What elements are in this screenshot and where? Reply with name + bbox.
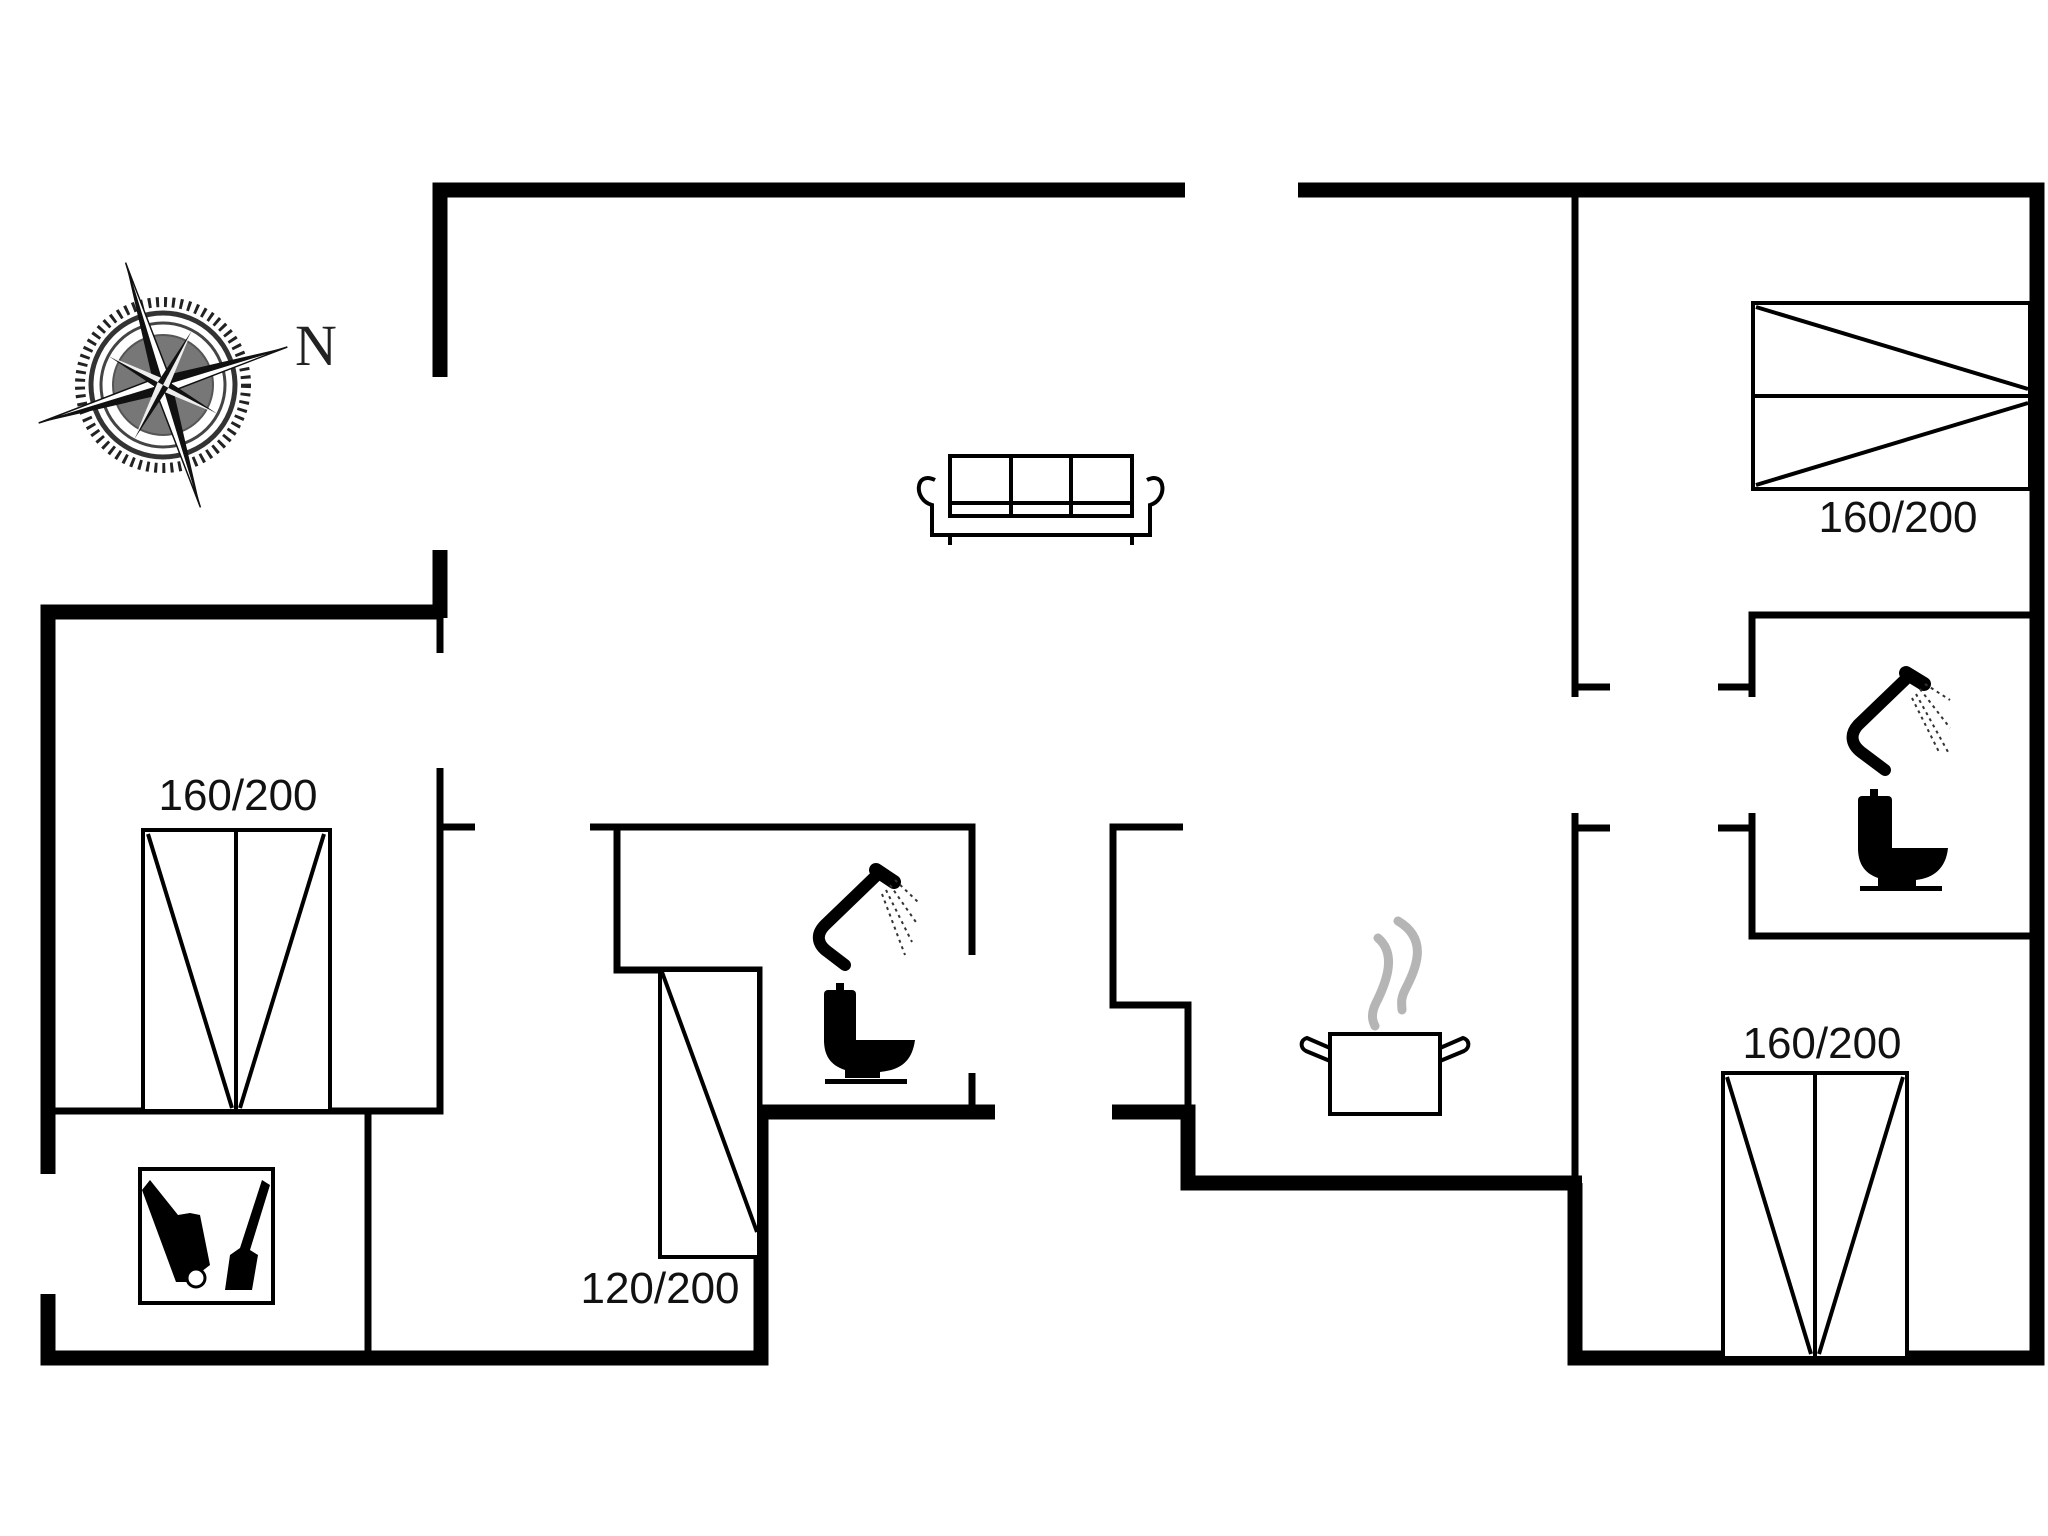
cooking-pot-icon: [1299, 916, 1471, 1116]
bed-size-label-northeast: 160/200: [1818, 493, 1978, 542]
single-bed-icon: [658, 968, 761, 1259]
wall-kitchen-west: [1109, 823, 1192, 1112]
double-bed-icon: [1751, 301, 2032, 491]
double-bed-icon: [141, 828, 332, 1113]
bed-size-label-small: 120/200: [580, 1264, 740, 1313]
compass-rose-icon: [38, 262, 288, 508]
bed-size-label-west: 160/200: [158, 771, 318, 820]
wall-bath-east-bottom: [1748, 813, 2037, 940]
wall-west-bottom: [40, 1104, 995, 1366]
wall-west-top: [40, 604, 440, 1174]
wall-top-left: [432, 182, 1185, 377]
wall-bath-east-top: [1748, 611, 2037, 697]
double-bed-icon: [1721, 1071, 1909, 1360]
shower-icon: [1846, 666, 1951, 776]
utility-tools-icon: [138, 1167, 275, 1305]
toilet-icon: [824, 983, 915, 1084]
wall-bath-center: [590, 823, 976, 955]
shower-icon: [812, 863, 919, 971]
sofa-icon: [916, 454, 1165, 545]
toilet-icon: [1858, 789, 1948, 891]
wall-top-right: [1298, 182, 2045, 1366]
north-label: N: [295, 313, 337, 378]
wall-kitchen-south: [1112, 1104, 1582, 1191]
bed-size-label-southeast: 160/200: [1742, 1019, 1902, 1068]
